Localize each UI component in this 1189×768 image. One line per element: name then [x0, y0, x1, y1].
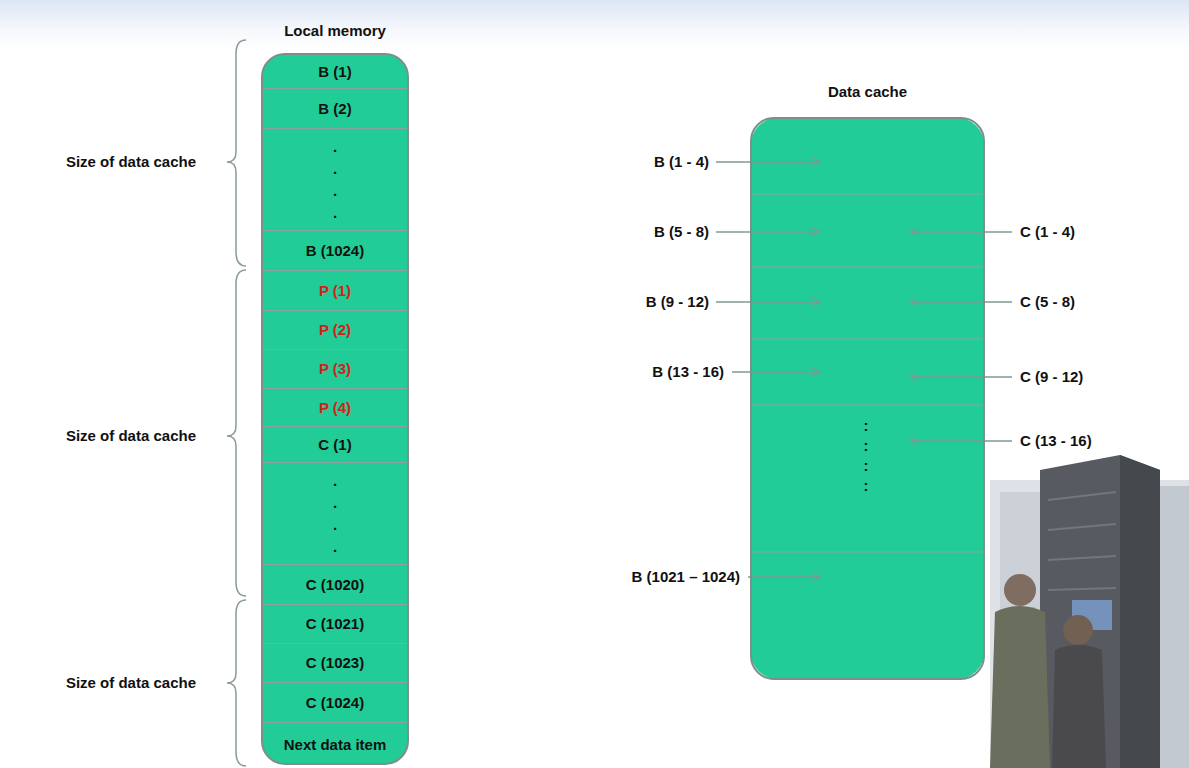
block-label: B (13 - 16): [652, 363, 724, 381]
brace: [227, 40, 246, 766]
cell-label: P (3): [319, 360, 351, 378]
cell-label: C (1024): [306, 694, 364, 712]
brace-label: Size of data cache: [66, 153, 196, 171]
cell-label: B (1024): [306, 242, 364, 260]
block-label: C (1 - 4): [1020, 223, 1075, 241]
cell-label: B (1): [318, 63, 351, 81]
block-label: B (1 - 4): [654, 153, 709, 171]
cache-rows: [751, 194, 984, 552]
memory-cell: B (1024): [263, 230, 407, 270]
memory-cell: P (1): [263, 270, 407, 310]
memory-cell: P (4): [263, 388, 407, 426]
cache-box: Data cache: [750, 117, 985, 680]
server-room-photo: [990, 455, 1189, 768]
memory-cell: C (1024): [263, 682, 407, 722]
cache-body: [750, 117, 985, 680]
box-outline: [750, 117, 985, 680]
brace-label: Size of data cache: [66, 674, 196, 692]
memory-column: B (1) B (2) . . . . B (1024) P (1) P (2) P (3)…: [261, 53, 409, 765]
box-outline: B (1) B (2) . . . . B (1024) P (1) P (2) P (3)…: [261, 53, 409, 765]
cell-label: C (1020): [306, 576, 364, 594]
leader-arrow: [716, 162, 1012, 577]
cell-label: C (1): [318, 436, 351, 454]
cell-label: P (1): [319, 282, 351, 300]
cell-label: B (2): [318, 100, 351, 118]
cell-label: C (1023): [306, 654, 364, 672]
memory-cell: C (1): [263, 426, 407, 462]
ellipsis-dots: : : : :: [862, 416, 870, 496]
block-label: B (1021 – 1024): [632, 568, 740, 586]
ellipsis-dots: . . . .: [331, 470, 339, 558]
memory-cell: C (1020): [263, 564, 407, 604]
memory-cell: B (2): [263, 88, 407, 128]
memory-cell: P (3): [263, 349, 407, 388]
block-label: B (9 - 12): [646, 293, 709, 311]
cell-label: P (2): [319, 321, 351, 339]
cell-label: Next data item: [284, 736, 387, 754]
block-label: C (9 - 12): [1020, 368, 1083, 386]
block-label: B (5 - 8): [654, 223, 709, 241]
box-heading: Local memory: [221, 22, 449, 40]
box-heading: Data cache: [710, 83, 1025, 101]
brace-label: Size of data cache: [66, 427, 196, 445]
memory-cell: C (1021): [263, 604, 407, 643]
memory-cell: . . . .: [263, 462, 407, 564]
memory-cell: C (1023): [263, 643, 407, 682]
cell-label: P (4): [319, 399, 351, 417]
memory-cell: B (1): [263, 55, 407, 88]
ellipsis-dots: . . . .: [331, 136, 339, 224]
memory-cell: Next data item: [263, 722, 407, 765]
cell-label: C (1021): [306, 615, 364, 633]
memory-cell: . . . .: [263, 128, 407, 230]
block-label: C (5 - 8): [1020, 293, 1075, 311]
block-label: C (13 - 16): [1020, 432, 1092, 450]
memory-cell: P (2): [263, 310, 407, 349]
